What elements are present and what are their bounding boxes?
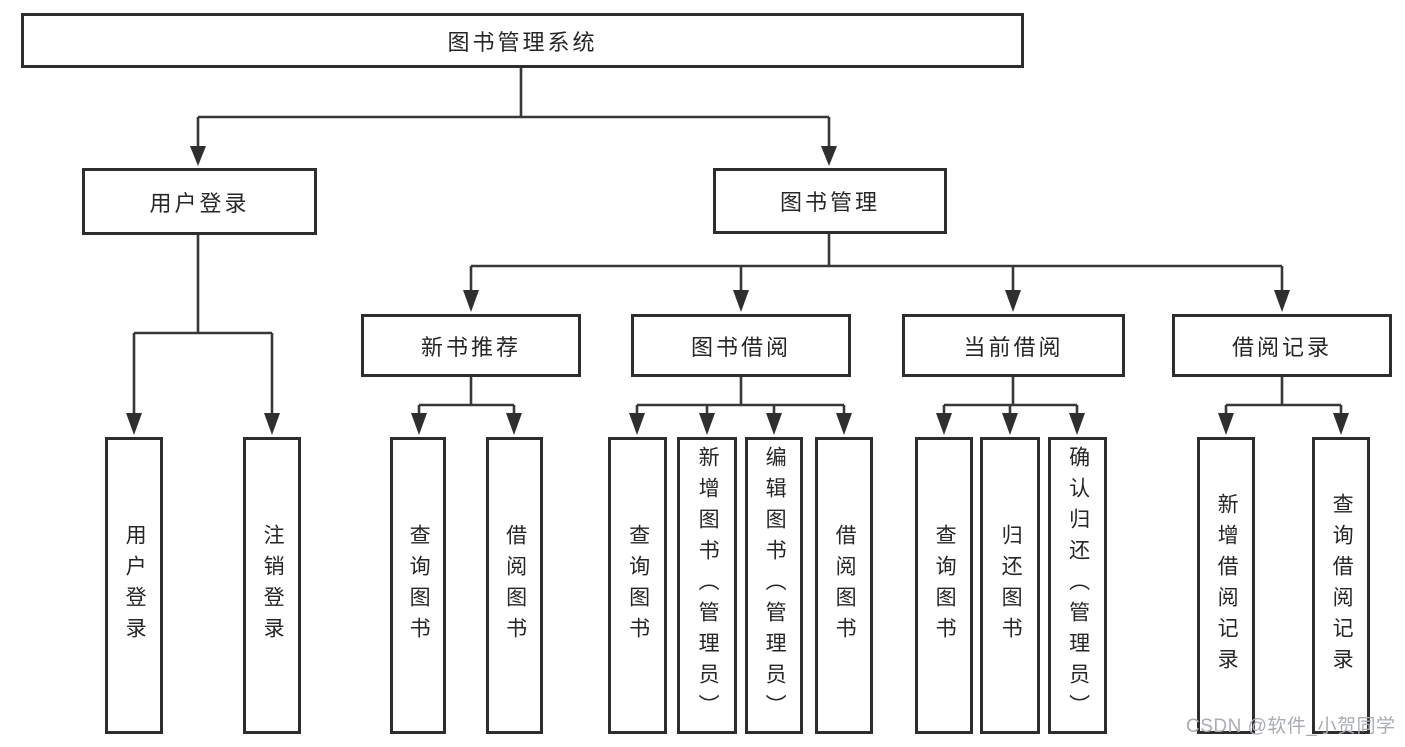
connector-line: [198, 68, 829, 119]
node-label: 借阅图书: [503, 523, 527, 648]
connector-user-login-children: [126, 235, 280, 435]
leaf-add-books-admin: 新增图书（管理员）: [677, 437, 737, 734]
node-label: 查询图书: [407, 523, 431, 648]
csdn-watermark: CSDN @软件_小贺同学: [1186, 716, 1396, 737]
leaf-logout: 注销登录: [243, 437, 301, 734]
arrowhead-icon: [411, 413, 427, 435]
connector-line: [637, 377, 844, 407]
connector-line: [1226, 377, 1341, 407]
arrowhead-icon: [1218, 413, 1234, 435]
node-label: 注销登录: [261, 523, 285, 648]
leaf-query-books-2: 查询图书: [608, 437, 667, 734]
arrowhead-icon: [1333, 413, 1349, 435]
node-label: 新书推荐: [420, 334, 521, 360]
leaf-borrow-books-1: 借阅图书: [486, 437, 543, 734]
connector-line: [944, 377, 1077, 407]
arrowhead-icon: [1002, 413, 1018, 435]
arrowhead-icon: [699, 413, 715, 435]
connector-book-borrow-children: [629, 377, 852, 435]
arrowhead-icon: [506, 413, 522, 435]
node-label: 借阅记录: [1231, 334, 1332, 360]
node-root: 图书管理系统: [21, 13, 1024, 68]
node-label: 查询图书: [626, 523, 650, 648]
node-new-book-recommend: 新书推荐: [361, 314, 581, 377]
node-label: 确认归还（管理员）: [1066, 446, 1090, 725]
connector-book-mgmt-children: [463, 232, 1290, 312]
arrowhead-icon: [1069, 413, 1085, 435]
leaf-borrow-books-2: 借阅图书: [815, 437, 873, 734]
node-user-login: 用户登录: [82, 168, 317, 235]
node-label: 图书借阅: [690, 334, 791, 360]
connector-line: [471, 232, 1282, 268]
leaf-edit-books-admin: 编辑图书（管理员）: [745, 437, 803, 734]
arrowhead-icon: [264, 413, 280, 435]
arrowhead-icon: [836, 413, 852, 435]
arrowhead-icon: [1005, 290, 1021, 312]
node-book-borrow: 图书借阅: [631, 314, 851, 377]
arrowhead-icon: [1274, 290, 1290, 312]
connector-line: [134, 235, 272, 335]
node-label: 当前借阅: [963, 334, 1064, 360]
node-label: 新增图书（管理员）: [696, 446, 720, 725]
node-book-mgmt: 图书管理: [713, 168, 947, 234]
leaf-add-borrow-record: 新增借阅记录: [1197, 437, 1255, 734]
leaf-query-books-1: 查询图书: [390, 437, 446, 734]
arrowhead-icon: [821, 146, 837, 166]
node-label: 归还图书: [999, 523, 1023, 648]
connector-current-borrow-children: [936, 377, 1085, 435]
node-label: 用户登录: [149, 190, 250, 216]
connector-new-book-children: [411, 377, 522, 435]
leaf-return-books: 归还图书: [980, 437, 1040, 734]
leaf-query-borrow-record: 查询借阅记录: [1312, 437, 1370, 734]
node-label: 用户登录: [123, 523, 147, 648]
node-label: 编辑图书（管理员）: [763, 446, 787, 725]
connector-root-to-level2: [190, 68, 837, 166]
node-current-borrow: 当前借阅: [902, 314, 1125, 377]
arrowhead-icon: [629, 413, 645, 435]
arrowhead-icon: [190, 146, 206, 166]
node-label: 查询借阅记录: [1330, 492, 1354, 679]
node-borrow-records: 借阅记录: [1172, 314, 1392, 377]
leaf-confirm-return-admin: 确认归还（管理员）: [1048, 437, 1107, 734]
arrowhead-icon: [463, 290, 479, 312]
connector-line: [419, 377, 514, 407]
node-label: 图书管理系统: [447, 29, 598, 55]
node-label: 新增借阅记录: [1215, 492, 1239, 679]
arrowhead-icon: [936, 413, 952, 435]
arrowhead-icon: [733, 290, 749, 312]
arrowhead-icon: [766, 413, 782, 435]
node-label: 查询图书: [933, 523, 957, 648]
leaf-query-books-3: 查询图书: [915, 437, 973, 734]
arrowhead-icon: [126, 413, 142, 435]
node-label: 借阅图书: [833, 523, 857, 648]
leaf-user-login: 用户登录: [105, 437, 163, 734]
connector-borrow-records-children: [1218, 377, 1349, 435]
node-label: 图书管理: [779, 190, 880, 215]
